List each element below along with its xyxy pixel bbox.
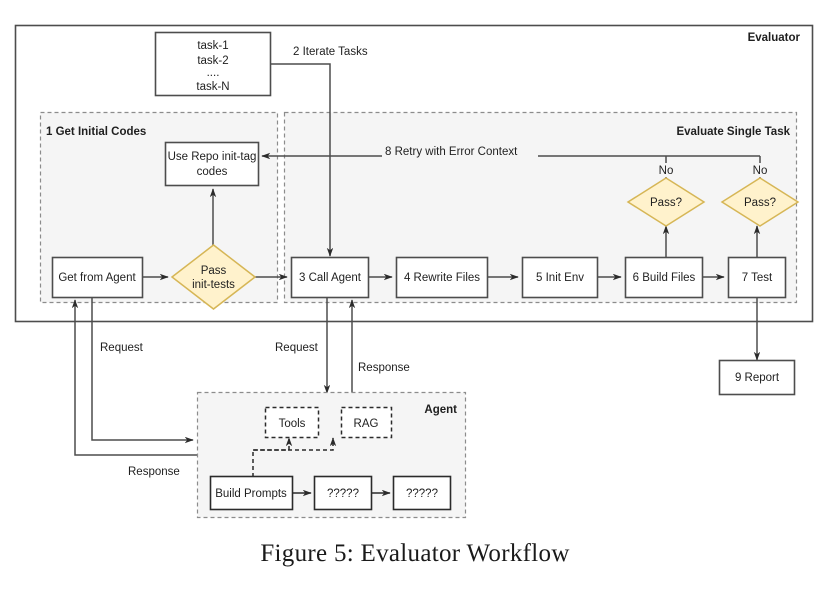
use-repo-line-2: codes [197,166,228,178]
node-tools[interactable]: Tools [264,406,320,439]
tools-label: Tools [279,418,306,430]
node-call-agent[interactable]: 3 Call Agent [290,256,370,299]
agent-step-3-label: ????? [406,488,438,500]
get-initial-codes-label: 1 Get Initial Codes [46,126,146,138]
pass-init-tests-line-1: Pass [201,265,227,277]
node-pass-init-tests-decision[interactable]: Pass init-tests [170,244,257,310]
figure-caption: Figure 5: Evaluator Workflow [260,540,570,567]
edge-response-left-to-getfromagent [71,299,197,456]
node-rag[interactable]: RAG [340,406,393,439]
node-agent-step-2[interactable]: ????? [313,475,373,511]
rewrite-files-label: 4 Rewrite Files [404,272,480,284]
use-repo-line-1: Use Repo init-tag [168,151,257,163]
task-list-line-2: task-2 [197,55,228,67]
pass-build-label: Pass? [650,197,682,209]
edge-label-no-build: No [659,165,674,177]
test-label: 7 Test [742,272,773,284]
edge-label-response-right: Response [358,362,410,374]
edge-label-retry-with-error-context: 8 Retry with Error Context [385,146,518,158]
build-files-label: 6 Build Files [633,272,696,284]
edge-label-layer: 2 Iterate Tasks 8 Retry with Error Conte… [100,46,771,478]
edge-label-request-right: Request [275,342,319,354]
evaluator-container-label: Evaluator [748,32,801,44]
node-build-files[interactable]: 6 Build Files [624,256,704,299]
node-build-prompts[interactable]: Build Prompts [209,475,294,511]
report-label: 9 Report [735,372,780,384]
agent-step-2-label: ????? [327,488,359,500]
init-env-label: 5 Init Env [536,272,584,284]
node-pass-test-decision[interactable]: Pass? [720,177,800,227]
pass-test-label: Pass? [744,197,776,209]
task-list-line-4: task-N [196,81,229,93]
task-list-line-1: task-1 [197,40,228,52]
edge-label-no-test: No [753,165,768,177]
node-task-list[interactable]: task-1 task-2 .... task-N [154,31,272,97]
agent-group-label: Agent [424,404,457,416]
get-from-agent-label: Get from Agent [58,272,136,284]
edge-label-response-left: Response [128,466,180,478]
node-report[interactable]: 9 Report [718,359,796,396]
node-test[interactable]: 7 Test [727,256,787,299]
node-init-env[interactable]: 5 Init Env [521,256,599,299]
call-agent-label: 3 Call Agent [299,272,362,284]
edge-label-iterate-tasks: 2 Iterate Tasks [293,46,368,58]
node-agent-step-3[interactable]: ????? [392,475,452,511]
agent-internal-connectors [252,437,337,477]
node-pass-build-decision[interactable]: Pass? [626,177,706,227]
node-get-from-agent[interactable]: Get from Agent [51,256,144,299]
edge-label-request-left: Request [100,342,144,354]
pass-init-tests-line-2: init-tests [192,279,235,291]
rag-label: RAG [354,418,379,430]
node-rewrite-files[interactable]: 4 Rewrite Files [395,256,489,299]
task-list-line-3: .... [207,67,220,79]
node-use-repo-init-tag-codes[interactable]: Use Repo init-tag codes [164,141,260,187]
edge-iterate-tasks [270,63,334,257]
evaluate-single-task-label: Evaluate Single Task [676,126,790,138]
edge-request-left-to-agent [91,298,194,444]
edge-buildprompts-to-rag [253,437,337,451]
build-prompts-label: Build Prompts [215,488,287,500]
